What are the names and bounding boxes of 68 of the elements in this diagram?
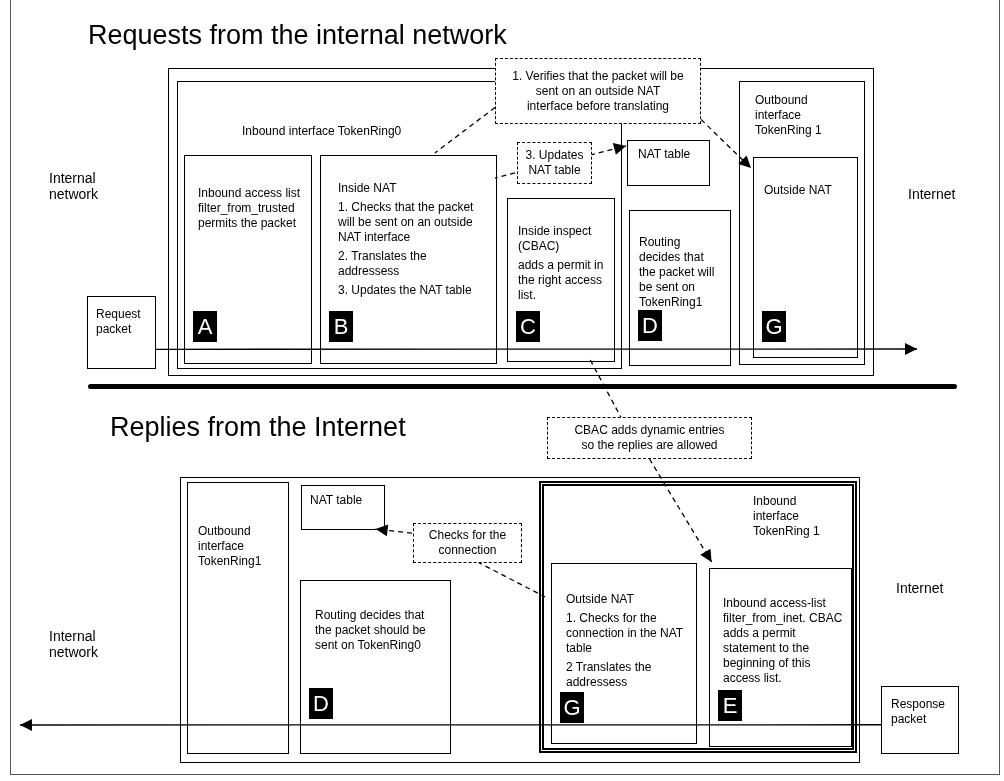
leader-line (434, 106, 496, 154)
process-box (184, 155, 312, 364)
group-frame (180, 477, 860, 763)
callout-box (413, 523, 522, 563)
step-badge: E (718, 690, 742, 721)
box-title: Inbound interface TokenRing0 (242, 124, 403, 139)
process-box (709, 568, 852, 747)
process-box (629, 210, 731, 366)
step-badge: D (309, 688, 333, 719)
box-text: 1. Checks for the connection in the NAT table (566, 611, 684, 656)
box-text: 2. Translates the addressess (338, 249, 428, 279)
process-box (87, 296, 156, 369)
process-box (320, 155, 497, 364)
box-title: Inbound access-list filter_from_inet. CBAC adds a permit statement to the beginning of this access list. (723, 596, 843, 686)
box-text: 1. Checks that the packet will be sent on an outside NAT interface (338, 200, 475, 245)
box-title: Outbound interface TokenRing1 (198, 524, 263, 569)
box-text: 3. Updates the NAT table (338, 283, 473, 298)
step-badge: A (193, 311, 217, 342)
box-title: Inbound interface TokenRing 1 (753, 494, 821, 539)
callout-text: CBAC adds dynamic entries so the replies are allowed (573, 423, 726, 453)
leader-line (494, 172, 516, 179)
process-box (551, 563, 697, 744)
process-box (881, 686, 959, 754)
box-title: Inside NAT (338, 181, 398, 196)
section-heading: Requests from the internal network (88, 20, 507, 52)
arrow (19, 719, 882, 731)
box-title: Routing decides that the packet should be sent on TokenRing0 (315, 608, 427, 653)
step-badge: C (516, 311, 540, 342)
callout-box (495, 58, 701, 124)
leader-line (589, 359, 622, 418)
section-heading: Replies from the Internet (110, 412, 406, 444)
box-title: Inside inspect (CBAC) (518, 224, 593, 254)
callout-text: 3. Updates NAT table (524, 148, 585, 178)
box-title: Outside NAT (566, 592, 635, 607)
arrow (374, 524, 413, 537)
arrow (700, 118, 752, 169)
network-label: Internet (896, 580, 945, 597)
network-label: Internal network (49, 628, 100, 661)
arrow (648, 458, 713, 563)
box-title: Routing decides that the packet will be sent on TokenRing1 (639, 235, 716, 310)
process-box (739, 81, 865, 365)
arrow (155, 343, 918, 355)
box-title: NAT table (638, 147, 692, 162)
network-label: Internal network (49, 170, 100, 203)
callout-text: 1. Verifies that the packet will be sent on an outside NAT interface before translating (512, 68, 684, 114)
box-title: Inbound access list filter_from_trusted permits the packet (198, 186, 301, 231)
box-title: NAT table (310, 493, 364, 508)
process-box (301, 485, 385, 530)
step-badge: G (560, 692, 584, 723)
box-text: adds a permit in the right access list. (518, 258, 604, 303)
process-box (187, 482, 289, 754)
step-badge: B (329, 311, 353, 342)
box-title: Outside NAT (764, 183, 833, 198)
step-badge: G (762, 311, 786, 342)
process-box (507, 198, 615, 362)
callout-box (547, 417, 752, 459)
box-title: Outbound interface TokenRing 1 (755, 93, 823, 138)
callout-box (517, 142, 592, 184)
process-box (627, 140, 710, 186)
process-box (753, 157, 858, 358)
box-text: 2 Translates the addressess (566, 660, 653, 690)
callout-text: Checks for the connection (427, 528, 508, 558)
network-label: Internet (908, 186, 957, 203)
box-title: Request packet (96, 307, 142, 337)
step-badge: D (638, 310, 662, 341)
interface-box (539, 481, 857, 753)
process-box (300, 580, 451, 754)
box-title: Response packet (891, 697, 947, 727)
